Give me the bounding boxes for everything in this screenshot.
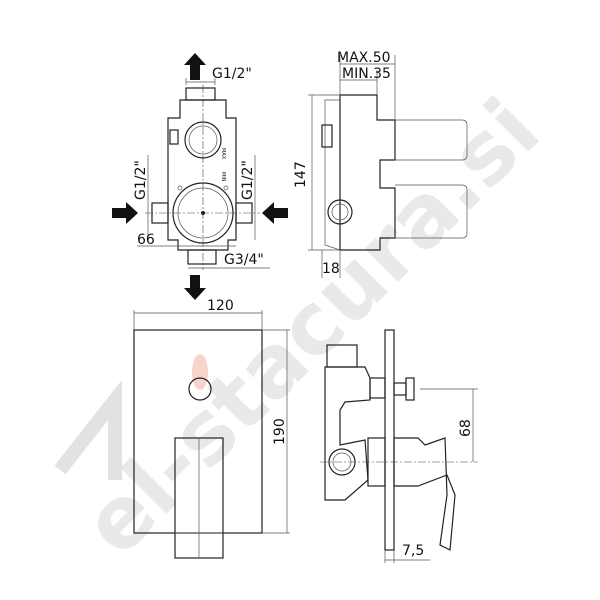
watermark-flame-icon [192, 354, 208, 390]
height-147-label: 147 [293, 161, 309, 188]
watermark: el-stacura.si [54, 80, 559, 575]
min-depth-label: MIN.35 [342, 66, 391, 82]
assembled-side-view: 68 7,5 [320, 329, 478, 563]
width-120-label: 120 [207, 298, 234, 314]
watermark-text: el-stacura.si [64, 80, 559, 575]
body-side-view: MAX.50 MIN.35 147 18 [293, 50, 468, 278]
plate-7-5-label: 7,5 [402, 543, 424, 559]
inlet-right-label: G1/2" [240, 160, 256, 200]
arrow-left-icon [262, 202, 288, 224]
outlet-top-label: G1/2" [212, 66, 252, 82]
body-front-view: MAX MIN G1/2" G1/2" G1/2" 66 G3/4" [112, 53, 288, 300]
arrow-down-icon [184, 275, 206, 300]
outlet-bottom-label: G3/4" [224, 252, 264, 268]
arrow-right-icon [112, 202, 138, 224]
offset-18-label: 18 [322, 261, 340, 277]
min-mark: MIN [220, 172, 226, 182]
arrow-up-icon [184, 53, 206, 80]
dim-66: 66 [137, 232, 155, 248]
inlet-left-label: G1/2" [133, 160, 149, 200]
spacing-68-label: 68 [458, 419, 474, 437]
height-190-label: 190 [272, 418, 288, 445]
plate-front-view: 120 190 [133, 298, 290, 559]
max-mark: MAX [220, 148, 226, 160]
max-depth-label: MAX.50 [337, 50, 391, 66]
